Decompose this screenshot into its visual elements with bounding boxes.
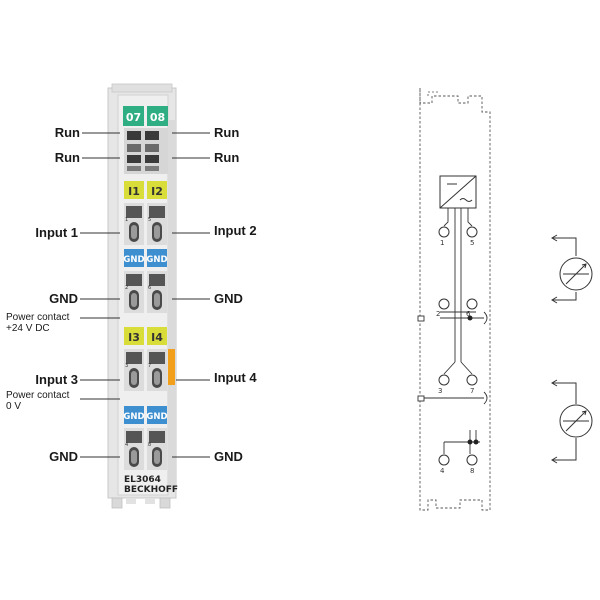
label-input-3: Input 3 bbox=[35, 372, 78, 387]
led-i2 bbox=[147, 181, 167, 199]
pin-label-1: 1 bbox=[440, 239, 444, 247]
schematic-outline bbox=[419, 88, 491, 511]
schematic-contacts bbox=[438, 226, 478, 466]
pin-label-5: 5 bbox=[470, 239, 474, 247]
led-i4-label: I4 bbox=[151, 331, 163, 344]
label-run-left-2: Run bbox=[54, 150, 80, 165]
label-run-right-1: Run bbox=[214, 125, 240, 140]
pin-label-2: 2 bbox=[436, 310, 440, 318]
led-gnd-4-label: GND bbox=[146, 412, 167, 422]
label-power-contact-24v-line2: +24 V DC bbox=[6, 323, 50, 334]
label-power-contact-24v-line1: Power contact bbox=[6, 312, 70, 323]
label-gnd-left-2: GND bbox=[49, 449, 78, 464]
led-08 bbox=[147, 106, 168, 126]
contact-number-2: 2 bbox=[125, 285, 128, 291]
contact-number-6: 6 bbox=[148, 285, 151, 291]
pointer-lines bbox=[80, 132, 210, 458]
current-source-symbol-1 bbox=[551, 234, 593, 304]
led-gnd-1 bbox=[124, 249, 144, 267]
led-gnd-3 bbox=[124, 406, 144, 424]
pin-label-3: 3 bbox=[438, 387, 442, 395]
label-power-contact-0v-line1: Power contact bbox=[6, 390, 70, 401]
label-gnd-right-2: GND bbox=[214, 449, 243, 464]
led-gnd-3-label: GND bbox=[123, 412, 144, 422]
converter-symbol bbox=[439, 175, 477, 209]
contact-number-1: 1 bbox=[125, 217, 128, 223]
brand-label: BECKHOFF bbox=[124, 485, 178, 495]
power-contact-marks bbox=[417, 311, 488, 405]
junction-dot-lower-1 bbox=[467, 439, 473, 445]
label-run-right-2: Run bbox=[214, 150, 240, 165]
label-gnd-right-1: GND bbox=[214, 291, 243, 306]
led-gnd-2-label: GND bbox=[146, 255, 167, 265]
label-run-left-1: Run bbox=[54, 125, 80, 140]
contact-number-8: 8 bbox=[148, 442, 151, 448]
led-gnd-2 bbox=[147, 249, 167, 267]
contact-number-7: 7 bbox=[148, 363, 151, 369]
led-gnd-1-label: GND bbox=[123, 255, 144, 265]
run-led-block bbox=[124, 128, 168, 174]
led-i1 bbox=[124, 181, 144, 199]
contact-number-3: 3 bbox=[125, 363, 128, 369]
label-input-1: Input 1 bbox=[35, 225, 78, 240]
led-07-label: 07 bbox=[126, 111, 141, 124]
label-power-contact-0v-line2: 0 V bbox=[6, 401, 22, 412]
led-07 bbox=[123, 106, 144, 126]
led-i3 bbox=[124, 327, 144, 345]
pin-label-8: 8 bbox=[470, 467, 474, 475]
contact-pair-4-8 bbox=[124, 428, 167, 470]
contact-number-5: 5 bbox=[148, 217, 151, 223]
current-source-symbol-2 bbox=[551, 379, 593, 464]
label-gnd-left-1: GND bbox=[49, 291, 78, 306]
led-i3-label: I3 bbox=[128, 331, 140, 344]
pin-label-7: 7 bbox=[470, 387, 474, 395]
label-input-4: Input 4 bbox=[214, 370, 257, 385]
junction-dot-upper bbox=[467, 315, 473, 321]
label-input-2: Input 2 bbox=[214, 223, 257, 238]
contact-pair-1-5 bbox=[124, 203, 167, 245]
contact-pair-2-6 bbox=[124, 271, 167, 313]
led-08-label: 08 bbox=[150, 111, 165, 124]
contact-number-4: 4 bbox=[125, 442, 128, 448]
pin-label-6: 6 bbox=[466, 310, 471, 318]
led-gnd-4 bbox=[147, 406, 167, 424]
led-i2-label: I2 bbox=[151, 185, 163, 198]
internal-wiring bbox=[424, 208, 484, 454]
orange-release-tab bbox=[168, 349, 175, 385]
junction-dot-lower-2 bbox=[473, 439, 479, 445]
contact-pair-3-7 bbox=[124, 349, 167, 391]
led-i4 bbox=[147, 327, 167, 345]
pin-label-4: 4 bbox=[440, 467, 445, 475]
model-label: EL3064 bbox=[124, 475, 161, 485]
led-i1-label: I1 bbox=[128, 185, 140, 198]
